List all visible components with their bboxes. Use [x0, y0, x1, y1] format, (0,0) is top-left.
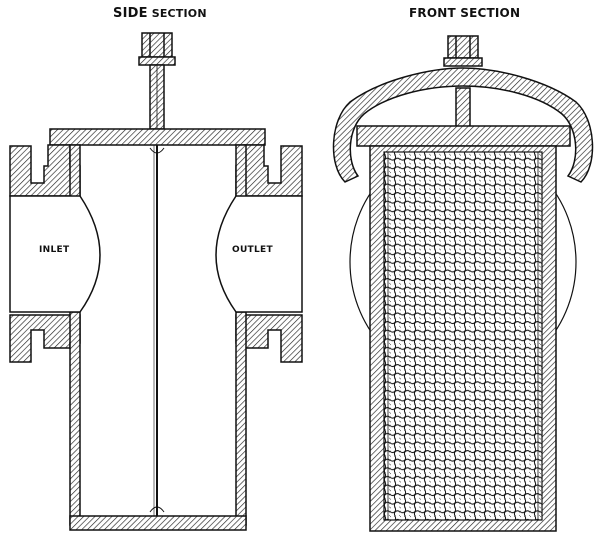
side-section: [9, 32, 303, 531]
outlet-opening: [215, 195, 303, 313]
front-cover-plate: [356, 125, 571, 147]
front-section: [332, 35, 594, 532]
side-bolt-head: [141, 32, 173, 58]
inlet-label: INLET: [39, 245, 70, 255]
front-bolt-head: [447, 35, 479, 59]
side-bolt-nut: [138, 56, 176, 66]
side-right-wall-upper: [235, 144, 247, 202]
perforated-basket: [383, 151, 543, 521]
front-section-title: FRONT SECTION: [409, 6, 521, 20]
front-yoke: [332, 67, 594, 183]
outlet-label: OUTLET: [232, 245, 273, 255]
side-section-title: SIDE SECTION: [113, 6, 207, 21]
side-left-wall-upper: [69, 144, 81, 202]
side-title-rest: SECTION: [147, 7, 207, 20]
side-left-wall-lower: [69, 311, 81, 526]
side-cover-plate: [49, 128, 266, 146]
front-threaded-stem: [455, 87, 471, 131]
side-bottom: [69, 515, 247, 531]
side-title-bold: SIDE: [113, 6, 148, 21]
side-right-wall-lower: [235, 311, 247, 526]
inlet-opening: [9, 195, 101, 313]
